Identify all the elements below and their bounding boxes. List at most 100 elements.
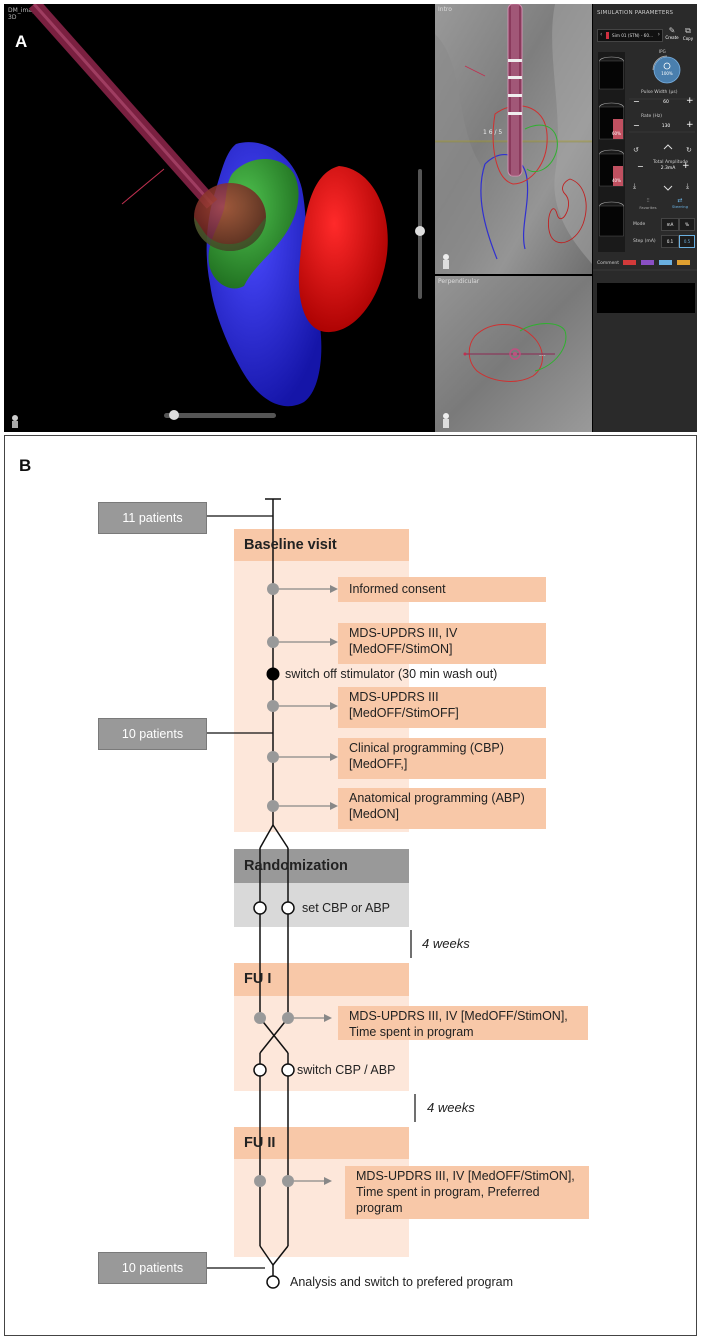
step-small-button[interactable]: 0.1 <box>661 235 679 248</box>
rate-value[interactable]: 130 <box>661 124 671 129</box>
lead-contacts-diagram <box>598 52 625 252</box>
rate-minus-button[interactable]: − <box>633 121 640 130</box>
baseline-heading: Baseline visit <box>244 537 337 553</box>
copy-button[interactable]: ⧉ Copy <box>682 26 694 41</box>
fu2-heading: FU II <box>244 1135 276 1151</box>
sim-name: Sim 01 (STN) - 60... <box>612 32 654 38</box>
randomization-band <box>234 849 409 883</box>
mode-ma-button[interactable]: mA <box>661 218 679 231</box>
randomization-heading: Randomization <box>244 858 348 874</box>
contact-b-percent: 40% <box>612 178 621 183</box>
comment-color-swatch[interactable] <box>641 260 654 265</box>
pulse-width-minus-button[interactable]: − <box>633 97 640 106</box>
activation-volume <box>194 183 266 251</box>
orientation-figure-icon <box>12 415 18 428</box>
step-large-button[interactable]: 0.5 <box>679 235 695 248</box>
comment-color-swatch[interactable] <box>659 260 672 265</box>
mri-bot-title: Perpendicular <box>438 278 480 285</box>
create-button[interactable]: ✎ Create <box>665 26 679 40</box>
updrs-stimon-step: MDS-UPDRS III, IV[MedOFF/StimON] <box>338 623 546 664</box>
total-amplitude-value: 2.3mA <box>660 166 676 171</box>
view3d-title: DM_images <box>8 7 43 14</box>
contact-a-percent: 60% <box>612 131 621 136</box>
steering-tab[interactable]: ⇄ Steering <box>667 197 693 210</box>
steering-icon: ⇄ <box>677 197 683 204</box>
sliders-icon: ⫶⫶ <box>646 197 650 204</box>
amplitude-minus-button[interactable]: − <box>637 162 644 171</box>
switch-off-node <box>266 667 280 681</box>
panel-a-software-screenshot: DM_images 3D <box>4 4 697 432</box>
mri-coronal-view[interactable]: Intro 1 6 / 5 <box>435 4 592 274</box>
comment-box[interactable] <box>597 283 695 313</box>
sim-color-chip <box>606 32 609 39</box>
ipg-percent: 100% <box>661 71 673 76</box>
chevron-left-icon[interactable]: ‹ <box>600 31 603 38</box>
patients-box-1: 11 patients <box>98 502 207 534</box>
view3d-subtitle: 3D <box>8 14 17 21</box>
mri-bot-marker: --- <box>539 352 546 359</box>
switch-node-a <box>253 1063 267 1077</box>
person-orientation-icon <box>443 254 449 269</box>
copy-icon: ⧉ <box>685 26 691 35</box>
comment-label: Comment <box>597 261 620 266</box>
3d-view[interactable]: DM_images 3D <box>4 4 434 432</box>
horizontal-slider-track[interactable] <box>164 413 276 418</box>
mri-perpendicular-view[interactable]: Perpendicular --- <box>435 276 592 432</box>
panel-b-study-flowchart: B 11 patients 10 patients 10 patients Ba… <box>4 435 697 1336</box>
ipg-label: IPG <box>659 49 666 54</box>
total-amplitude-label: Total Amplitude <box>653 160 689 165</box>
sim-header: SIMULATION PARAMETERS <box>597 10 674 16</box>
sim-selector[interactable]: ‹ Sim 01 (STN) - 60... › <box>597 29 663 42</box>
updrs-stimoff-step: MDS-UPDRS III[MedOFF/StimOFF] <box>338 687 546 728</box>
weeks-label-2: 4 weeks <box>427 1100 475 1115</box>
switch-program-label: switch CBP / ABP <box>297 1063 396 1077</box>
vertical-slider-handle[interactable] <box>415 226 425 236</box>
cbp-step: Clinical programming (CBP)[MedOFF,] <box>338 738 546 779</box>
red-structure <box>298 166 388 333</box>
fu2-header-band <box>234 1127 409 1159</box>
patients-box-3: 10 patients <box>98 1252 207 1284</box>
mri-top-title: Intro <box>438 6 452 13</box>
rotate-right-icon[interactable]: ↻ <box>686 146 692 154</box>
simulation-parameters-panel: SIMULATION PARAMETERS ‹ Sim 01 (STN) - 6… <box>593 4 697 432</box>
horizontal-slider-handle[interactable] <box>169 410 179 420</box>
chevron-right-icon[interactable]: › <box>657 31 660 38</box>
trajectory-marker <box>121 168 165 205</box>
amplitude-plus-button[interactable]: + <box>682 161 690 171</box>
fu1-header-band <box>234 963 409 996</box>
baseline-header-band <box>234 529 409 561</box>
informed-consent-step: Informed consent <box>338 577 546 602</box>
weeks-label-1: 4 weeks <box>422 936 470 951</box>
analysis-label: Analysis and switch to prefered program <box>290 1275 514 1289</box>
set-program-label: set CBP or ABP <box>302 901 391 915</box>
switch-node-b <box>281 1063 295 1077</box>
pulse-width-value[interactable]: 60 <box>663 100 669 105</box>
fu1-assessment-step: MDS-UPDRS III, IV [MedOFF/StimON],Time s… <box>338 1006 588 1040</box>
rate-label: Rate (Hz) <box>641 114 663 119</box>
fu2-assessment-step: MDS-UPDRS III, IV [MedOFF/StimON],Time s… <box>345 1166 589 1219</box>
switch-off-label: switch off stimulator (30 min wash out) <box>285 667 498 681</box>
set-program-node-a <box>253 901 267 915</box>
hand-orientation-icon <box>443 413 449 428</box>
step-label: Step (mA) <box>633 239 656 244</box>
comment-color-swatch[interactable] <box>677 260 690 265</box>
patients-box-2: 10 patients <box>98 718 207 750</box>
mode-percent-button[interactable]: % <box>679 218 695 231</box>
mode-label: Mode <box>633 222 646 227</box>
set-program-node-b <box>281 901 295 915</box>
comment-color-swatches <box>623 260 695 266</box>
flowchart-lines <box>206 498 416 1289</box>
panel-a-label: A <box>15 32 28 51</box>
rate-plus-button[interactable]: + <box>686 120 694 130</box>
ipg-dial <box>653 56 681 84</box>
rotate-left-icon[interactable]: ↺ <box>633 146 639 154</box>
create-icon: ✎ <box>668 26 676 35</box>
pulse-width-plus-button[interactable]: + <box>686 96 694 106</box>
split-down-right-icon[interactable]: ⤓ <box>686 182 690 190</box>
comment-color-swatch[interactable] <box>623 260 636 265</box>
3d-anatomy-render <box>12 4 425 428</box>
abp-step: Anatomical programming (ABP)[MedON] <box>338 788 546 829</box>
split-down-left-icon[interactable]: ⤓ <box>633 182 637 190</box>
pulse-width-label: Pulse Width (µs) <box>641 90 678 95</box>
favorites-tab[interactable]: ⫶⫶ Favorites <box>635 197 661 210</box>
